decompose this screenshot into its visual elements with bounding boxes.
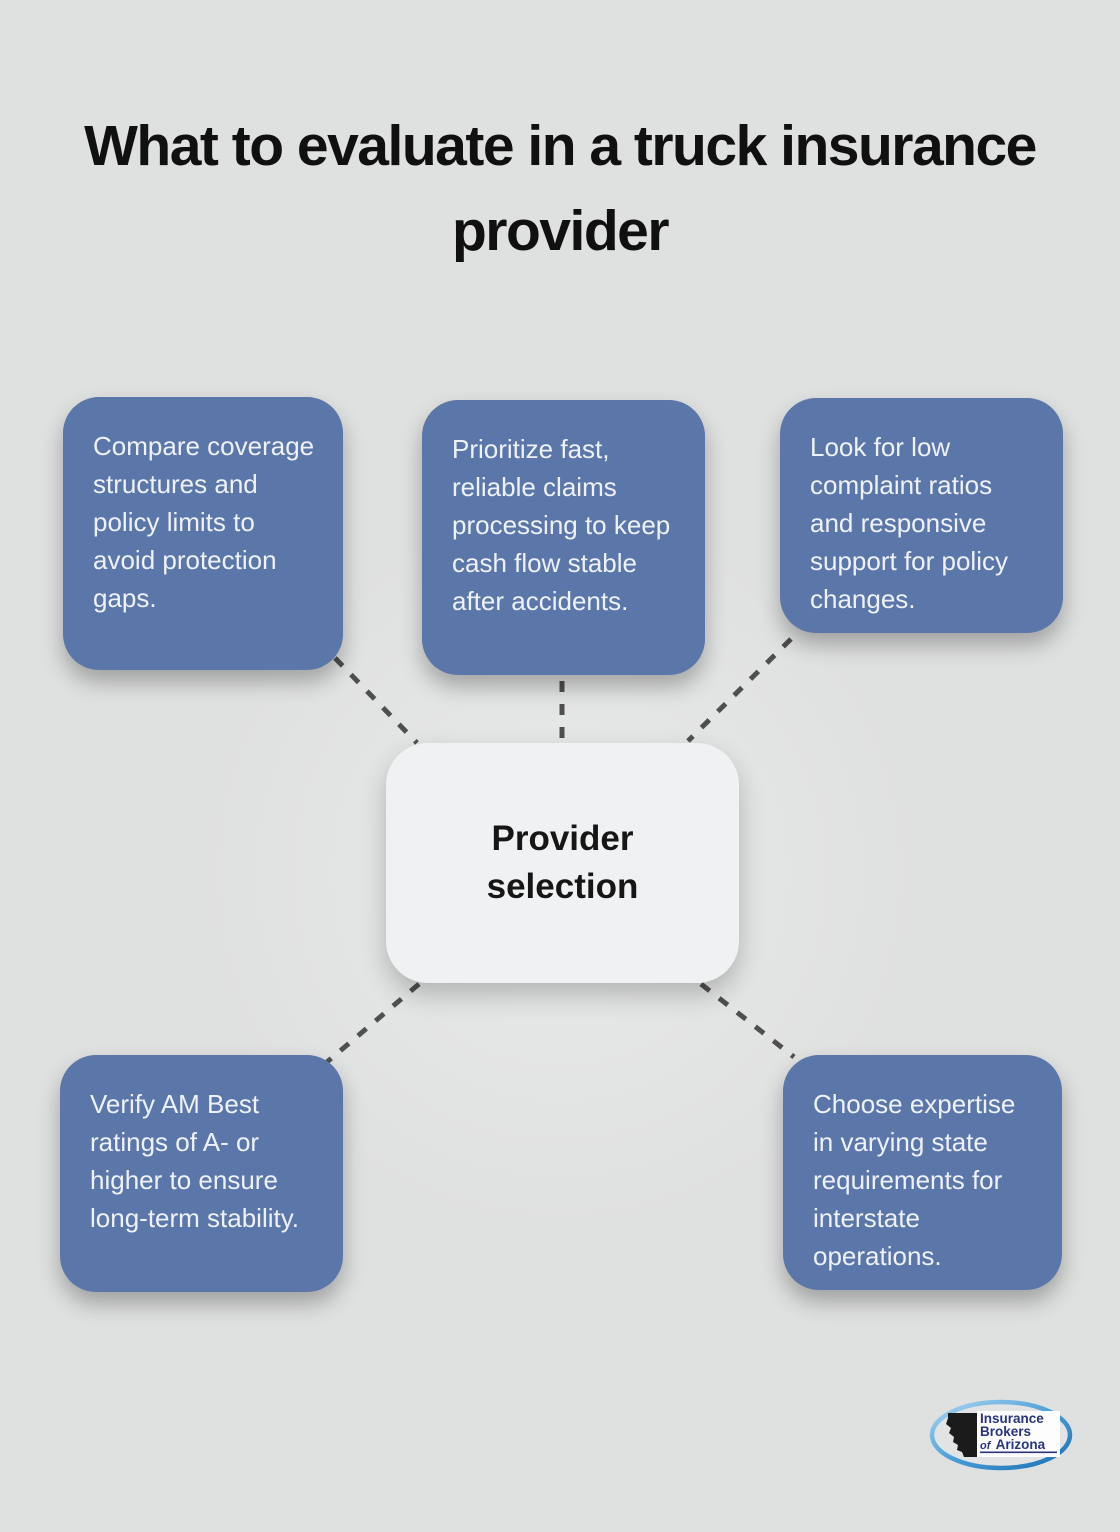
logo-line3: of Arizona	[980, 1437, 1046, 1452]
node-state-expertise-text: Choose expertise in varying state requir…	[813, 1089, 1016, 1271]
logo-underline	[980, 1451, 1057, 1454]
center-node-provider-selection: Provider selection	[386, 743, 739, 983]
logo-line1: Insurance	[980, 1411, 1044, 1426]
node-state-expertise: Choose expertise in varying state requir…	[783, 1055, 1062, 1290]
node-compare-coverage-text: Compare coverage structures and policy l…	[93, 431, 315, 613]
connector-bottom-right	[699, 982, 796, 1059]
connector-top-left	[333, 656, 419, 745]
connector-bottom-left	[325, 982, 421, 1064]
node-am-best-ratings: Verify AM Best ratings of A- or higher t…	[60, 1055, 343, 1292]
node-claims-processing-text: Prioritize fast, reliable claims process…	[452, 434, 671, 616]
node-complaint-ratios: Look for low complaint ratios and respon…	[780, 398, 1063, 633]
connector-top-right	[686, 637, 793, 743]
logo-line3-of: of	[980, 1440, 992, 1452]
logo-text-plate	[977, 1411, 1060, 1457]
logo-line2: Brokers	[980, 1424, 1031, 1439]
node-am-best-ratings-text: Verify AM Best ratings of A- or higher t…	[90, 1089, 300, 1233]
node-complaint-ratios-text: Look for low complaint ratios and respon…	[810, 432, 1008, 614]
page-title: What to evaluate in a truck insurance pr…	[84, 114, 1037, 263]
center-node-label: Provider selection	[486, 819, 639, 906]
insurance-brokers-arizona-logo: Insurance Brokers of Arizona	[929, 1399, 1073, 1471]
node-claims-processing: Prioritize fast, reliable claims process…	[422, 400, 705, 675]
node-compare-coverage: Compare coverage structures and policy l…	[63, 397, 343, 670]
logo-line3-state: Arizona	[996, 1437, 1046, 1452]
